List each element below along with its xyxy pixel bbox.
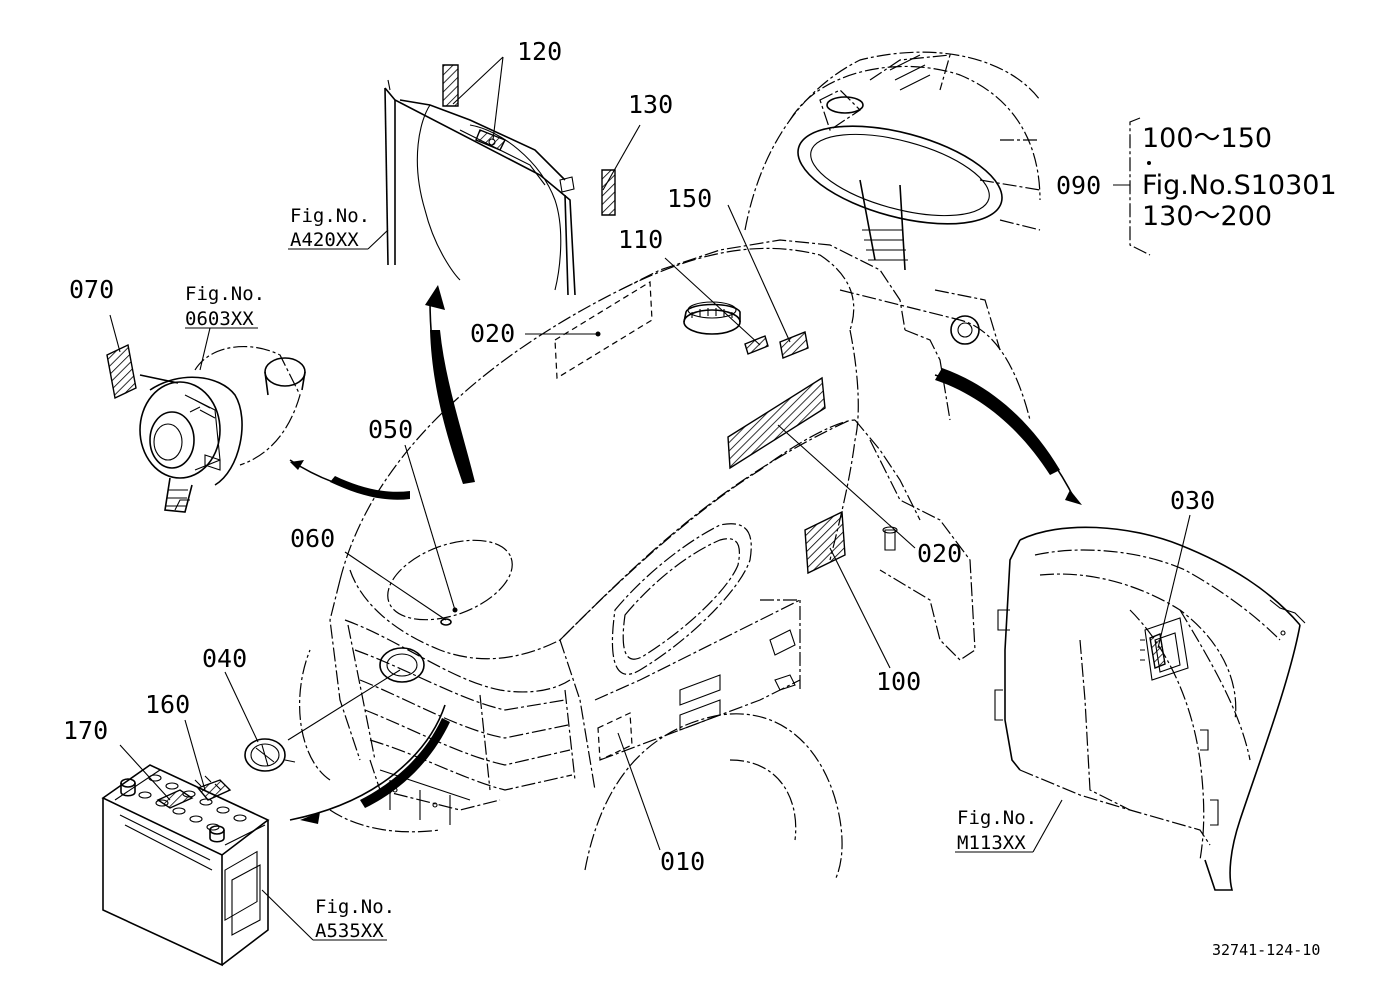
callout-060: 060 xyxy=(290,524,335,553)
decal-010 xyxy=(597,712,633,761)
decal-020-upper xyxy=(554,280,653,380)
callout-020-upper: 020 xyxy=(470,319,515,348)
callout-070: 070 xyxy=(69,275,114,304)
callout-labels: 120 130 150 110 020 070 050 060 040 170 … xyxy=(63,37,1215,876)
decal-100 xyxy=(804,510,846,575)
decal-070 xyxy=(106,343,137,400)
figure-references: Fig.No. A420XX Fig.No. 0603XX Fig.No. A5… xyxy=(185,205,1037,942)
steering-column-drawing xyxy=(744,51,1041,421)
fig-ref-battery-code: A535XX xyxy=(315,920,384,942)
callout-030: 030 xyxy=(1170,486,1215,515)
callout-100: 100 xyxy=(876,667,921,696)
callout-130: 130 xyxy=(628,90,673,119)
decals-120-130 xyxy=(442,64,616,216)
note-090: 100～150 Fig.No.S10301 130～200 xyxy=(1142,123,1337,232)
bonnet-drawing xyxy=(299,239,976,881)
fig-ref-radiator-code: A420XX xyxy=(290,229,359,251)
note-090-line2: Fig.No.S10301 xyxy=(1142,170,1337,201)
fender-drawing xyxy=(994,526,1306,891)
callout-110: 110 xyxy=(618,225,663,254)
fig-ref-radiator-label: Fig.No. xyxy=(290,205,370,227)
decal-160 xyxy=(196,779,232,801)
decal-150 xyxy=(779,331,809,359)
callout-170: 170 xyxy=(63,716,108,745)
callout-020-side: 020 xyxy=(917,539,962,568)
note-090-line1: 100～150 xyxy=(1142,123,1272,154)
callout-050: 050 xyxy=(368,415,413,444)
battery-drawing xyxy=(101,764,270,967)
fig-ref-fender-code: M113XX xyxy=(957,832,1026,854)
emblem-040-drawing xyxy=(244,738,296,772)
fig-ref-fender-label: Fig.No. xyxy=(957,807,1037,829)
decal-030 xyxy=(1149,633,1166,669)
drawing-code: 32741-124-10 xyxy=(1212,941,1320,959)
callout-040: 040 xyxy=(202,644,247,673)
callout-160: 160 xyxy=(145,690,190,719)
decal-130 xyxy=(601,169,616,216)
fig-ref-air-cleaner-code: 0603XX xyxy=(185,308,254,330)
note-090-line3: 130～200 xyxy=(1142,201,1272,232)
decal-110-mark xyxy=(744,335,769,355)
callout-150: 150 xyxy=(667,184,712,213)
fig-ref-air-cleaner-label: Fig.No. xyxy=(185,283,265,305)
callout-120: 120 xyxy=(517,37,562,66)
leader-lines xyxy=(109,56,1191,941)
decal-170 xyxy=(156,789,194,809)
decal-120 xyxy=(442,64,459,107)
callout-010: 010 xyxy=(660,847,705,876)
callout-090: 090 xyxy=(1056,171,1101,200)
decal-020-side xyxy=(727,376,826,470)
assembly-arrows xyxy=(289,285,1082,824)
air-cleaner-drawing xyxy=(139,345,306,513)
radiator-shroud-drawing xyxy=(384,79,576,296)
fig-ref-battery-label: Fig.No. xyxy=(315,896,395,918)
